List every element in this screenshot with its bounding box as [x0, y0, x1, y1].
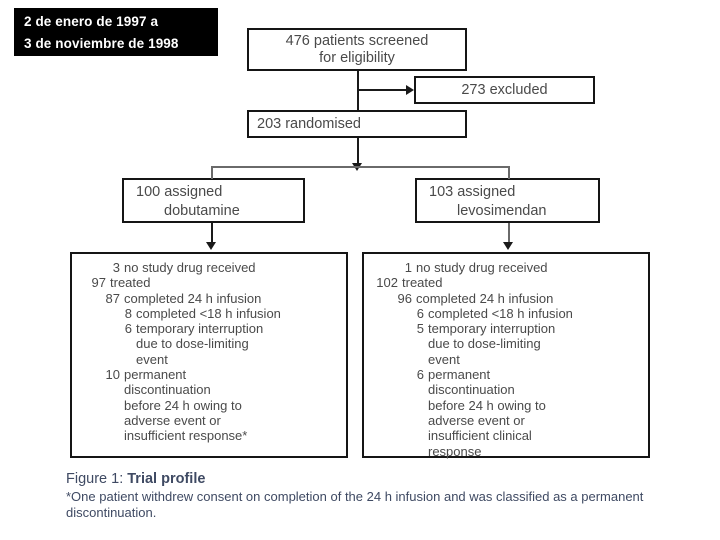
outcome-label: permanent discontinuation before 24 h ow… [428, 367, 546, 459]
connector-split-to-dobutamine [211, 166, 213, 179]
figure-caption: Figure 1: Trial profile *One patient wit… [66, 470, 666, 520]
outcome-count: 5 [416, 321, 424, 337]
node-assigned-levosimendan: 103 assigned levosimendan [415, 178, 600, 223]
outcome-label: completed 24 h infusion [124, 290, 262, 306]
outcome-count: 10 [105, 367, 120, 383]
arrow-dobutamine-detail-icon [206, 242, 216, 250]
figure-title: Trial profile [127, 471, 206, 487]
date-range-annotation: 2 de enero de 1997 a 3 de noviembre de 1… [14, 8, 218, 56]
assigned-dobutamine-count: 100 assigned [136, 184, 223, 200]
connector-split-bar [211, 166, 509, 168]
arrow-levosimendan-detail-icon [503, 242, 513, 250]
outcome-count: 102 [376, 275, 398, 291]
date-range-line-1: 2 de enero de 1997 a [24, 14, 159, 29]
outcome-count: 8 [124, 305, 132, 321]
node-randomised-text: 203 randomised [257, 116, 361, 132]
outcome-count: 6 [124, 321, 132, 337]
assigned-levosimendan-drug: levosimendan [457, 203, 547, 219]
outcome-label: completed <18 h infusion [136, 305, 281, 321]
assigned-levosimendan-count: 103 assigned [429, 184, 516, 200]
outcome-count: 1 [404, 260, 412, 275]
date-range-line-2: 3 de noviembre de 1998 [24, 36, 179, 51]
outcome-count: 6 [416, 367, 424, 383]
outcome-count: 97 [91, 275, 106, 291]
outcome-label: treated [110, 275, 151, 291]
outcome-label: no study drug received [124, 260, 256, 275]
node-patients-screened: 476 patients screened for eligibility [247, 28, 467, 71]
node-randomised: 203 randomised [247, 110, 467, 138]
outcome-label: no study drug received [416, 260, 548, 275]
outcome-label: temporary interruption due to dose-limit… [428, 321, 556, 367]
outcome-row: 3 no study drug received [90, 260, 342, 275]
outcome-count: 6 [416, 305, 424, 321]
outcome-label: completed 24 h infusion [416, 290, 554, 306]
node-patients-screened-text: 476 patients screened for eligibility [285, 33, 429, 66]
outcome-count: 87 [105, 290, 120, 306]
assigned-dobutamine-drug: dobutamine [164, 203, 240, 219]
figure-label: Figure 1: [66, 471, 128, 487]
node-excluded-text: 273 excluded [461, 82, 548, 98]
connector-randomised-down [357, 138, 359, 166]
figure-caption-title: Figure 1: Trial profile [66, 470, 666, 488]
outcome-count: 3 [112, 260, 120, 275]
figure-footnote: *One patient withdrew consent on complet… [66, 489, 644, 520]
outcome-row: 1 no study drug received [382, 260, 644, 275]
arrow-to-excluded-icon [406, 85, 414, 95]
outcome-label: completed <18 h infusion [428, 305, 573, 321]
connector-to-excluded [357, 89, 407, 91]
outcome-label: permanent discontinuation before 24 h ow… [124, 367, 248, 444]
outcome-label: treated [402, 275, 443, 291]
node-assigned-levosimendan-text: 103 assigned levosimendan [417, 180, 598, 221]
outcome-label: temporary interruption due to dose-limit… [136, 321, 264, 367]
outcome-count: 96 [397, 290, 412, 306]
connector-dobutamine-to-detail [211, 223, 213, 245]
connector-split-to-levosimendan [508, 166, 510, 179]
connector-levosimendan-to-detail [508, 223, 510, 245]
node-assigned-dobutamine-text: 100 assigned dobutamine [124, 180, 303, 221]
node-assigned-dobutamine: 100 assigned dobutamine [122, 178, 305, 223]
node-excluded: 273 excluded [414, 76, 595, 104]
